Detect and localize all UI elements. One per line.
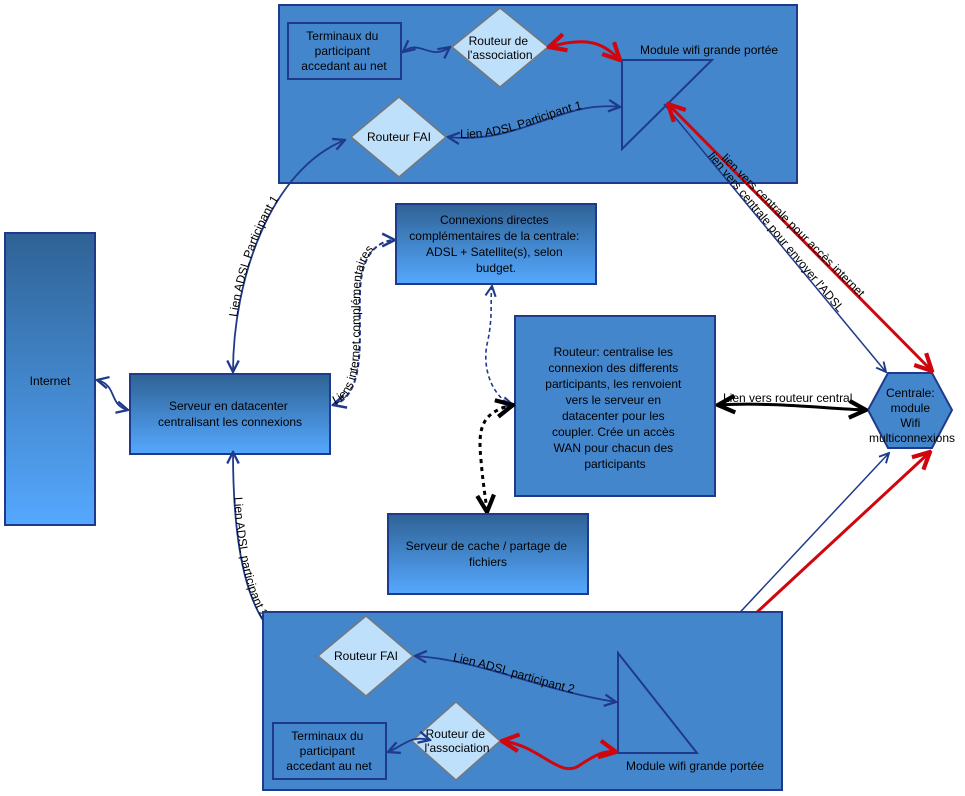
svg-text:Routeur de l'associati: Routeur de l'association bbox=[468, 34, 533, 62]
adsl-participant1-link bbox=[233, 140, 345, 372]
top-internet-hub-link bbox=[668, 104, 932, 371]
svg-text:Terminaux du participa: Terminaux du participant accedant au net bbox=[301, 29, 387, 73]
adsl-participant2-label: Lien ADSL participant 2 bbox=[231, 497, 271, 620]
direct-connections-line4: budget. bbox=[476, 261, 516, 275]
participant1-terminals-line2: participant bbox=[315, 44, 371, 58]
direct-connections-line3: ADSL + Satellite(s), selon bbox=[426, 245, 563, 259]
svg-text:Routeur de l'associati: Routeur de l'association bbox=[425, 727, 490, 755]
central-router-line2: connexion des differents bbox=[548, 361, 678, 375]
participant1-association-router-line2: l'association bbox=[468, 48, 533, 62]
participant2-association-router-line2: l'association bbox=[425, 741, 490, 755]
cache-server-line2: fichiers bbox=[469, 555, 507, 569]
participant2-association-router-line1: Routeur de bbox=[426, 727, 486, 741]
adsl-participant1-label: Lien ADSL Participant 1 bbox=[226, 193, 281, 318]
datacenter-server-line1: Serveur en datacenter bbox=[169, 399, 288, 413]
central-router-line1: Routeur: centralise les bbox=[554, 345, 673, 359]
participant2-isp-router[interactable]: Routeur FAI bbox=[316, 615, 415, 697]
participant2-panel: Routeur FAI Terminaux du participant acc… bbox=[262, 611, 783, 791]
central-router-hub-label: Lien vers routeur central bbox=[723, 391, 852, 405]
participant2-terminals-line2: participant bbox=[300, 744, 356, 758]
participant1-terminals[interactable]: Terminaux du participant accedant au net bbox=[287, 22, 402, 80]
cache-server[interactable]: Serveur de cache / partage de fichiers bbox=[387, 513, 589, 595]
svg-text:Serveur de cache / partage de: Serveur de cache / partage de fichiers bbox=[406, 539, 571, 569]
central-hub-line1: Centrale: bbox=[886, 386, 935, 400]
central-router-line6: coupler. Crée un accès bbox=[552, 425, 675, 439]
svg-text:Centrale: module W: Centrale: module Wifi multiconnexions bbox=[869, 386, 955, 445]
internet-node[interactable]: Internet bbox=[4, 232, 96, 526]
svg-text:Terminaux du participa: Terminaux du participant accedant au net bbox=[286, 729, 372, 773]
internet-label: Internet bbox=[30, 374, 71, 388]
participant2-association-router[interactable]: Routeur de l'association bbox=[410, 700, 502, 782]
central-router[interactable]: Routeur: centralise les connexion des di… bbox=[514, 315, 716, 497]
central-router-line8: participants bbox=[584, 457, 645, 471]
complementary-links bbox=[333, 240, 395, 405]
central-hub-line4: multiconnexions bbox=[869, 431, 955, 445]
cache-server-line1: Serveur de cache / partage de bbox=[406, 539, 568, 553]
participant2-adsl-inner-link bbox=[415, 656, 616, 702]
participant1-isp-router-label: Routeur FAI bbox=[367, 130, 431, 144]
complementary-links-label: Liens internet complémentaires bbox=[330, 242, 376, 407]
participant2-wifi-association-link bbox=[502, 741, 616, 771]
datacenter-server-line2: centralisant les connexions bbox=[158, 415, 302, 429]
participant2-terminals[interactable]: Terminaux du participant accedant au net bbox=[272, 722, 387, 780]
svg-text:Routeur: centralise les: Routeur: centralise les connexion des di… bbox=[545, 345, 684, 471]
svg-text:Serveur en datacenter ce: Serveur en datacenter centralisant les c… bbox=[158, 399, 302, 429]
direct-connections-line2: complémentaires de la centrale: bbox=[409, 229, 579, 243]
participant1-terminals-line1: Terminaux du bbox=[306, 29, 378, 43]
internet-datacenter-link bbox=[97, 380, 128, 410]
direct-connections-node[interactable]: Connexions directes complémentaires de l… bbox=[395, 203, 597, 285]
participant2-terminals-line1: Terminaux du bbox=[291, 729, 363, 743]
participant1-wifi-module-label: Module wifi grande portée bbox=[640, 43, 778, 57]
svg-text:Connexions directes comp: Connexions directes complémentaires de l… bbox=[409, 213, 582, 275]
direct-connections-line1: Connexions directes bbox=[440, 213, 549, 227]
central-hub[interactable]: Centrale: module Wifi multiconnexions bbox=[866, 372, 955, 449]
central-router-line4: vers le serveur en bbox=[566, 393, 661, 407]
participant2-isp-router-label: Routeur FAI bbox=[334, 649, 398, 663]
central-hub-line3: Wifi bbox=[900, 416, 920, 430]
participant1-terminals-line3: accedant au net bbox=[301, 59, 387, 73]
participant1-isp-router[interactable]: Routeur FAI bbox=[349, 96, 448, 178]
central-router-line5: datacenter pour les bbox=[562, 409, 665, 423]
central-router-line3: participants, les renvoient bbox=[545, 377, 682, 391]
participant2-terminals-link bbox=[388, 739, 430, 752]
participant1-adsl-inner-link bbox=[448, 106, 620, 138]
datacenter-server[interactable]: Serveur en datacenter centralisant les c… bbox=[129, 373, 331, 455]
central-hub-line2: module bbox=[891, 401, 931, 415]
participant2-terminals-line3: accedant au net bbox=[286, 759, 372, 773]
participant1-wifi-association-link bbox=[549, 42, 620, 60]
participant1-association-router[interactable]: Routeur de l'association bbox=[450, 7, 550, 88]
participant1-terminals-link bbox=[403, 47, 450, 52]
participant1-association-router-line1: Routeur de bbox=[469, 34, 529, 48]
router-cache-link bbox=[480, 405, 513, 512]
participant2-wifi-module-label: Module wifi grande portée bbox=[626, 759, 764, 773]
router-direct-connections-link bbox=[486, 286, 513, 405]
central-router-hub-link bbox=[718, 404, 866, 410]
central-router-line7: WAN pour chacun des bbox=[554, 441, 674, 455]
